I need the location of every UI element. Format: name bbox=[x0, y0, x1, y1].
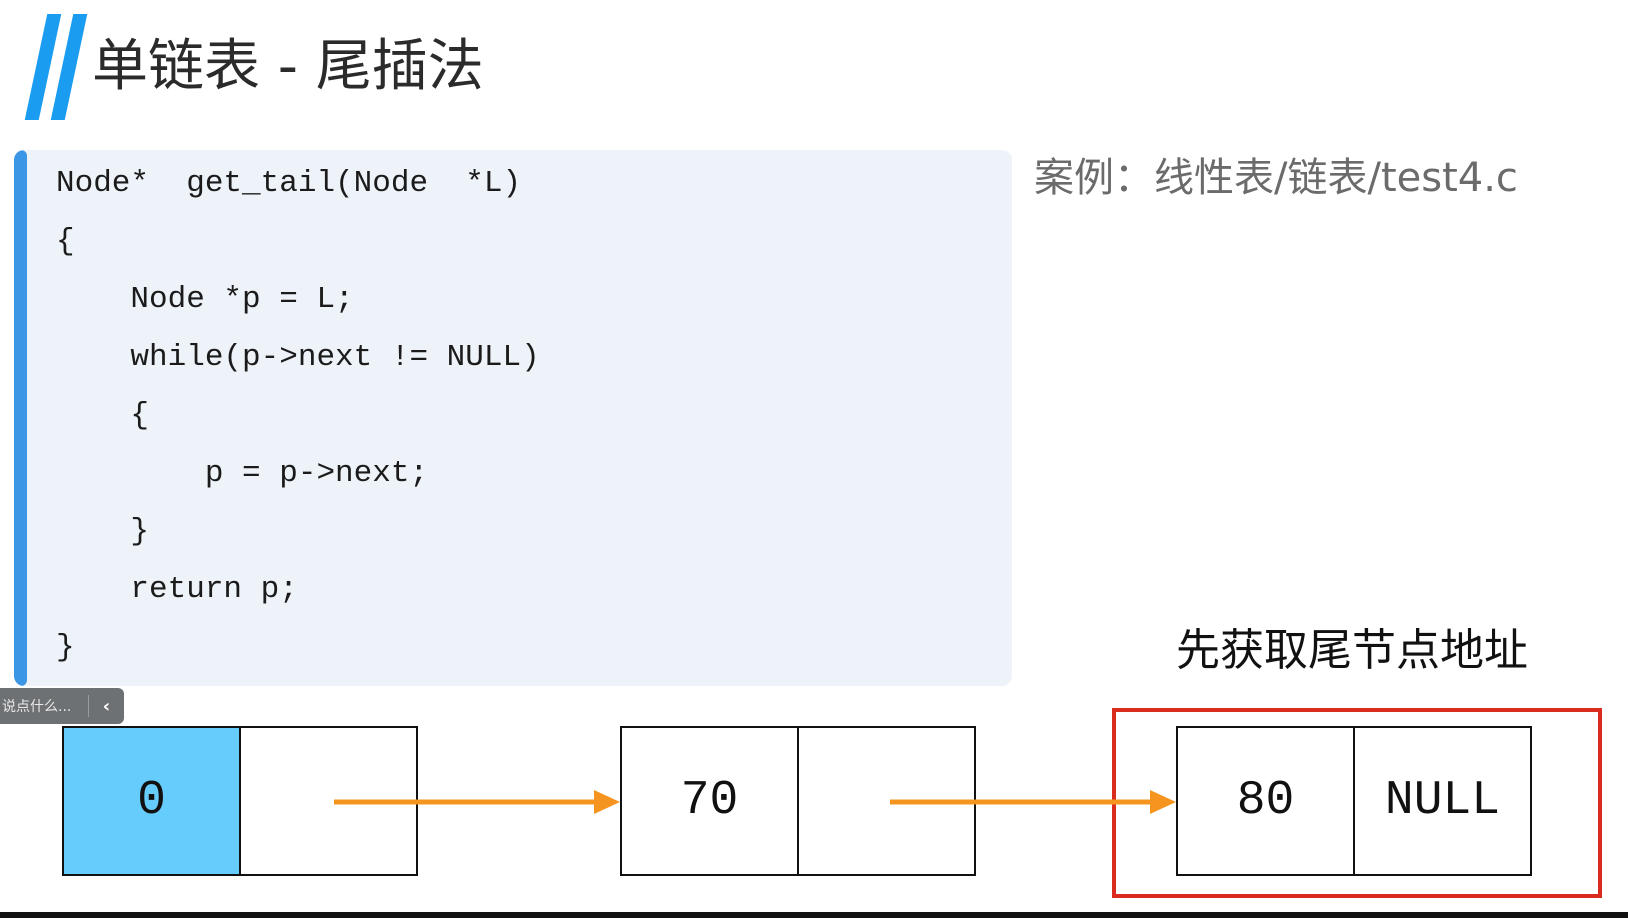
code-line: return p; bbox=[56, 572, 298, 607]
list-node-head: 0 bbox=[62, 726, 418, 876]
list-node: 70 bbox=[620, 726, 976, 876]
code-line: { bbox=[56, 398, 150, 433]
node-next-cell: NULL bbox=[1353, 728, 1530, 874]
node-next-cell bbox=[797, 728, 974, 874]
code-line: } bbox=[56, 514, 150, 549]
node-next-cell bbox=[239, 728, 416, 874]
comment-divider bbox=[88, 695, 89, 717]
page-title: 单链表 - 尾插法 bbox=[92, 34, 484, 99]
code-block: Node* get_tail(Node *L) { Node *p = L; w… bbox=[14, 150, 1012, 686]
node-data-cell: 80 bbox=[1236, 774, 1295, 828]
case-label: 案例：线性表/链表/test4.c bbox=[1034, 155, 1518, 201]
code-line: } bbox=[56, 630, 75, 665]
comment-input-placeholder[interactable]: 说点什么... bbox=[2, 699, 72, 715]
code-line: Node* get_tail(Node *L) bbox=[56, 166, 522, 201]
list-node-tail: 80 NULL bbox=[1176, 726, 1532, 876]
comment-input-widget[interactable]: 说点什么... ‹ bbox=[0, 688, 124, 724]
node-data-cell: 70 bbox=[680, 774, 739, 828]
bottom-band bbox=[0, 912, 1628, 918]
code-line: Node *p = L; bbox=[56, 282, 354, 317]
code-line: while(p->next != NULL) bbox=[56, 340, 540, 375]
code-line: p = p->next; bbox=[56, 456, 429, 491]
node-data-cell: 0 bbox=[64, 728, 239, 874]
code-accent-bar bbox=[14, 150, 27, 686]
code-line: { bbox=[56, 224, 75, 259]
chevron-left-icon[interactable]: ‹ bbox=[102, 695, 111, 717]
tail-caption: 先获取尾节点地址 bbox=[1176, 625, 1528, 676]
